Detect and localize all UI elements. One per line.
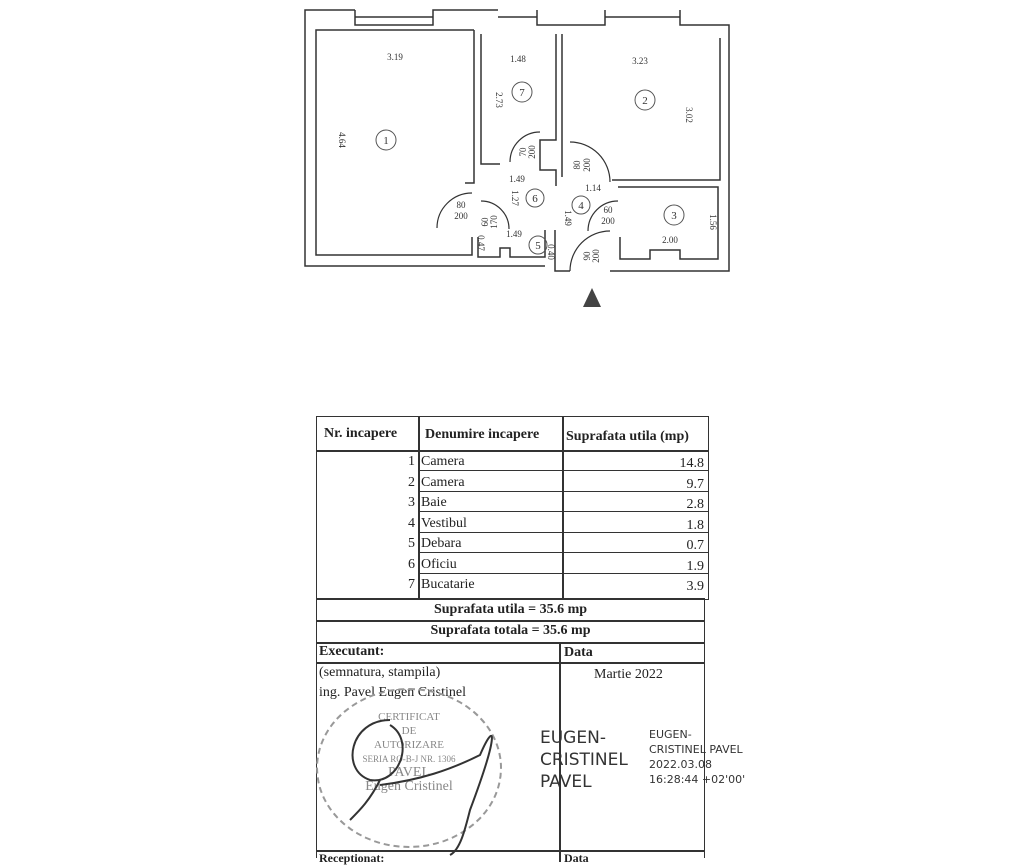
table-row: 1 Camera 14.8 — [317, 451, 708, 471]
svg-text:200: 200 — [454, 211, 468, 221]
svg-text:200: 200 — [591, 249, 601, 263]
svg-text:1.48: 1.48 — [510, 54, 526, 64]
svg-text:2.00: 2.00 — [662, 235, 678, 245]
svg-text:1: 1 — [383, 135, 389, 147]
table-row: 2 Camera 9.7 — [317, 472, 708, 492]
svg-text:60: 60 — [604, 205, 614, 215]
total-area: Suprafata totala = 35.6 mp — [430, 623, 591, 638]
room-area: 0.7 — [686, 538, 705, 553]
header-area: Suprafata utila (mp) — [566, 429, 689, 444]
svg-text:3.02: 3.02 — [684, 107, 694, 123]
svg-text:1.49: 1.49 — [506, 229, 522, 239]
svg-text:80: 80 — [457, 200, 467, 210]
svg-text:3.23: 3.23 — [632, 56, 648, 66]
room-area: 2.8 — [686, 497, 705, 512]
svg-text:5: 5 — [535, 240, 541, 252]
executant-label: Executant: — [319, 644, 385, 659]
room-name: Oficiu — [421, 556, 457, 572]
entrance-arrow-icon — [583, 288, 601, 307]
dimensions: 3.19 4.64 3.23 3.02 2.00 1.56 1.14 1.49 … — [337, 52, 718, 260]
door-swings — [436, 131, 619, 272]
plan-walls — [304, 9, 730, 272]
svg-text:60: 60 — [480, 217, 490, 227]
digital-signature-details: EUGEN- CRISTINEL PAVEL 2022.03.08 16:28:… — [649, 728, 746, 786]
date-label: Data — [564, 645, 593, 660]
room-number: 7 — [408, 577, 415, 592]
svg-text:90: 90 — [582, 251, 592, 261]
svg-text:0.47: 0.47 — [476, 235, 486, 251]
room-number: 3 — [408, 495, 415, 510]
rooms-table: Nr. incapere Denumire incapere Suprafata… — [316, 416, 709, 600]
room-number: 5 — [408, 536, 415, 551]
room-number: 1 — [408, 454, 415, 469]
digital-signature-name: EUGEN- CRISTINEL PAVEL — [540, 728, 628, 792]
room-number: 2 — [408, 474, 415, 490]
svg-text:170: 170 — [489, 215, 499, 229]
room-number: 4 — [408, 515, 415, 531]
table-row: 3 Baie 2.8 — [317, 492, 708, 512]
svg-text:1.56: 1.56 — [708, 214, 718, 230]
room-area: 14.8 — [679, 456, 705, 471]
svg-text:200: 200 — [527, 145, 537, 159]
svg-text:7: 7 — [519, 87, 525, 99]
room-area: 1.8 — [686, 517, 705, 533]
svg-text:80: 80 — [572, 160, 582, 170]
date-value: Martie 2022 — [594, 667, 663, 682]
svg-text:1.27: 1.27 — [510, 190, 520, 206]
room-number: 6 — [408, 556, 415, 572]
svg-text:0.40: 0.40 — [546, 244, 556, 260]
svg-text:6: 6 — [532, 193, 538, 205]
table-row: 5 Debara 0.7 — [317, 533, 708, 553]
room-area: 1.9 — [686, 558, 705, 574]
svg-text:2.73: 2.73 — [494, 92, 504, 108]
room-numbers: 1 2 3 4 5 6 7 — [375, 81, 685, 255]
room-area: 3.9 — [686, 579, 705, 594]
floor-plan: 1 2 3 4 5 6 7 3.19 4.64 3.23 3.02 2.00 1… — [304, 9, 730, 307]
svg-text:4: 4 — [578, 200, 584, 212]
received-date-label: Data — [564, 851, 589, 865]
room-name: Bucatarie — [421, 577, 475, 592]
room-name: Camera — [421, 454, 465, 469]
svg-text:70: 70 — [518, 147, 528, 157]
room-name: Vestibul — [421, 515, 467, 531]
signature-note: (semnatura, stampila) — [319, 665, 441, 680]
svg-text:3.19: 3.19 — [387, 52, 403, 62]
door-labels: 70 200 80 200 80 200 60 170 60 200 90 20… — [454, 145, 615, 263]
room-name: Baie — [421, 495, 447, 510]
svg-text:200: 200 — [582, 158, 592, 172]
svg-text:1.49: 1.49 — [509, 174, 525, 184]
useful-area-total: Suprafata utila = 35.6 mp — [433, 602, 588, 617]
svg-text:4.64: 4.64 — [337, 132, 347, 148]
svg-text:3: 3 — [671, 210, 677, 222]
authorization-stamp: CERTIFICAT DE AUTORIZARE SERIA RO-B-J NR… — [316, 688, 502, 848]
svg-text:200: 200 — [601, 216, 615, 226]
room-name: Camera — [421, 474, 465, 490]
svg-text:2: 2 — [642, 95, 648, 107]
svg-text:1.14: 1.14 — [585, 183, 601, 193]
table-row: 7 Bucatarie 3.9 — [317, 574, 708, 594]
handwritten-signature — [349, 719, 493, 856]
table-row: 6 Oficiu 1.9 — [317, 554, 708, 574]
summary-block: Suprafata utila = 35.6 mp Suprafata tota… — [316, 598, 705, 864]
room-name: Debara — [421, 536, 462, 551]
table-row: 4 Vestibul 1.8 — [317, 513, 708, 533]
room-area: 9.7 — [686, 476, 705, 492]
svg-text:1.49: 1.49 — [563, 210, 573, 226]
header-name: Denumire incapere — [425, 427, 540, 442]
header-nr: Nr. incapere — [324, 426, 398, 441]
